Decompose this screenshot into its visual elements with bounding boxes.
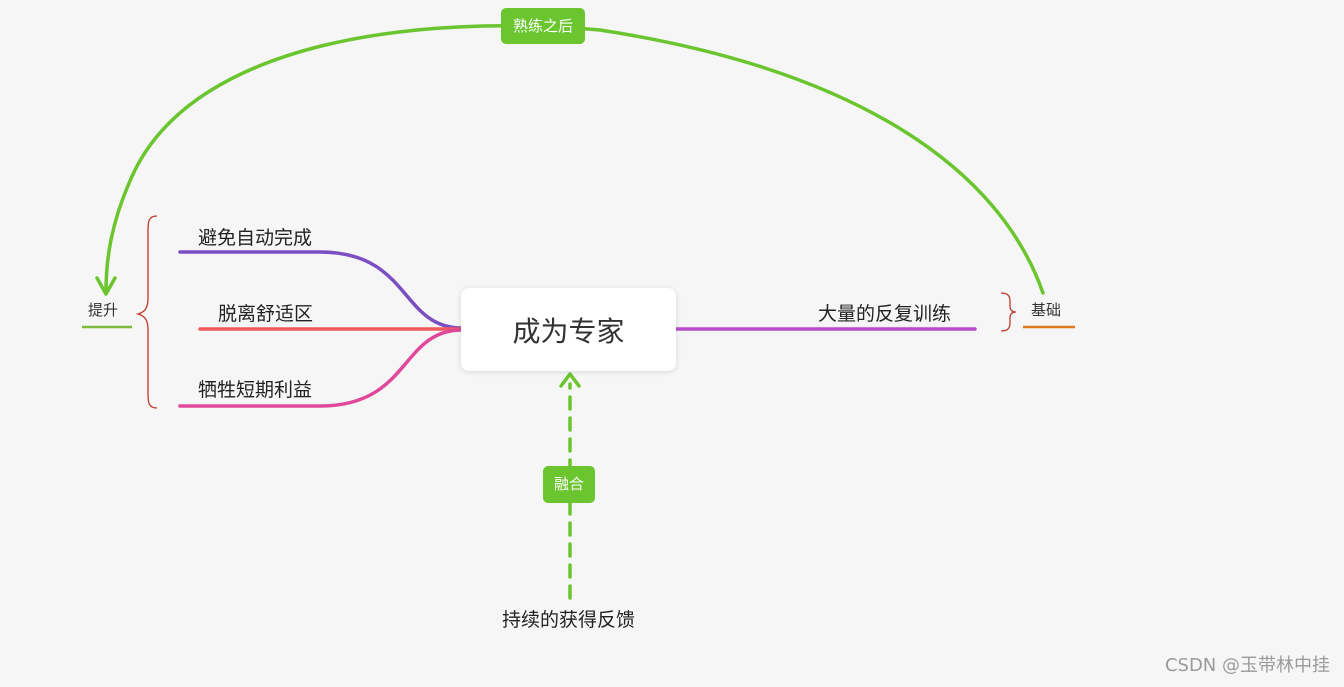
branch-label-leave-comfort-zone[interactable]: 脱离舒适区: [218, 303, 314, 325]
relation-dashed-arrowhead: [559, 372, 581, 388]
branch-line-sacrifice-short-term: [178, 328, 462, 408]
left-brace: [135, 215, 158, 409]
branch-label-avoid-autocomplete[interactable]: 避免自动完成: [198, 227, 313, 249]
right-brace: [1000, 292, 1017, 332]
branch-label-sacrifice-short-term[interactable]: 牺牲短期利益: [198, 379, 313, 401]
relation-tag-proficiency-label: 熟练之后: [512, 16, 573, 35]
group-label-foundation[interactable]: 基础: [1031, 301, 1062, 319]
center-node[interactable]: 成为专家: [461, 288, 676, 371]
branch-line-avoid-autocomplete: [178, 250, 462, 330]
relation-tag-proficiency[interactable]: 熟练之后: [501, 8, 585, 44]
branch-label-repeated-training[interactable]: 大量的反复训练: [818, 303, 952, 325]
bottom-node-continuous-feedback[interactable]: 持续的获得反馈: [502, 609, 636, 631]
center-node-label: 成为专家: [512, 314, 625, 348]
relation-tag-fusion[interactable]: 融合: [543, 466, 595, 503]
relation-arc-proficiency: [104, 24, 1045, 295]
relation-tag-fusion-label: 融合: [553, 475, 584, 493]
watermark: CSDN @玉带林中挂: [1164, 655, 1330, 676]
group-label-improve[interactable]: 提升: [88, 301, 119, 319]
relation-arc-arrowhead: [95, 276, 117, 296]
